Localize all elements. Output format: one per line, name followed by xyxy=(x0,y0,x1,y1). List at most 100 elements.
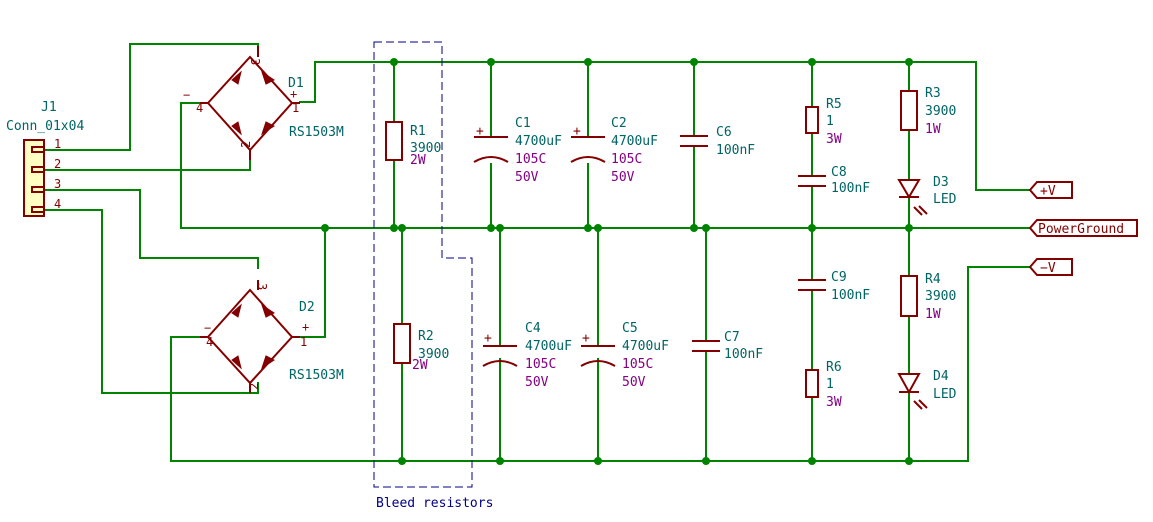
light-rays-icon xyxy=(913,205,928,216)
net-label-ground: PowerGround xyxy=(1028,219,1138,237)
capacitor-value: 100nF xyxy=(716,143,755,158)
diode-icon xyxy=(261,70,275,85)
led-value: LED xyxy=(933,192,957,207)
capacitor-c1: + C1 4700uF 105C 50V xyxy=(473,116,562,185)
connector-body xyxy=(23,139,45,217)
bridge-pin-number: 3 xyxy=(248,58,262,65)
diode-icon xyxy=(261,303,275,318)
capacitor-ref: C7 xyxy=(724,330,740,345)
resistor-value: 1 xyxy=(826,377,834,392)
capacitor-ref: C9 xyxy=(831,270,847,285)
led-icon xyxy=(897,179,921,199)
resistor-rating: 3W xyxy=(826,132,842,147)
bridge-outline xyxy=(206,288,294,385)
bridge-value: RS1503M xyxy=(289,368,344,383)
wire-j1-pin2 xyxy=(45,159,251,171)
capacitor-c8: C8 100nF xyxy=(798,165,870,196)
capacitor-value: 100nF xyxy=(724,347,763,362)
led-icon xyxy=(897,373,921,395)
resistor-body xyxy=(393,323,411,364)
polarity-mark: + xyxy=(484,331,492,346)
junction xyxy=(321,224,329,232)
wire-ground-rail xyxy=(180,102,1031,229)
resistor-value: 3900 xyxy=(418,347,449,362)
junction xyxy=(390,224,398,232)
wire-j1-pin4 xyxy=(45,209,259,394)
resistor-r4: R4 3900 1W xyxy=(900,272,956,322)
junction xyxy=(808,457,816,465)
led-d4: D4 LED xyxy=(897,369,957,410)
bridge-d2: 3 1 2 4 + − D2 RS1503M xyxy=(200,280,344,393)
connector-pin-number: 1 xyxy=(54,137,61,151)
bridge-minus-mark: − xyxy=(204,321,211,335)
junction xyxy=(905,457,913,465)
led-ref: D4 xyxy=(933,369,949,384)
bridge-pin-number: 1 xyxy=(292,101,299,115)
capacitor-ref: C4 xyxy=(525,321,541,336)
capacitor-voltage: 50V xyxy=(622,375,646,390)
connector-pin-4 xyxy=(31,206,45,213)
capacitor-temp: 105C xyxy=(515,152,546,167)
junction xyxy=(584,58,592,66)
bridge-value: RS1503M xyxy=(289,125,344,140)
resistor-r1: R1 3900 2W xyxy=(385,121,441,168)
resistor-value: 1 xyxy=(826,114,834,129)
junction xyxy=(702,224,710,232)
junction xyxy=(398,457,406,465)
junction xyxy=(487,224,495,232)
wire-j1-pin1 xyxy=(45,43,259,151)
net-label-text: PowerGround xyxy=(1038,222,1124,237)
junction xyxy=(487,58,495,66)
bridge-pin-number: 2 xyxy=(247,383,261,390)
junction xyxy=(690,224,698,232)
capacitor-value: 4700uF xyxy=(525,339,572,354)
capacitor-ref: C2 xyxy=(611,116,627,131)
resistor-ref: R3 xyxy=(925,86,941,101)
net-label-neg: −V xyxy=(1028,258,1073,276)
junction xyxy=(905,224,913,232)
connector-pin-number: 3 xyxy=(54,177,61,191)
wire-neg-rail xyxy=(170,266,1031,462)
resistor-value: 3900 xyxy=(925,289,956,304)
capacitor-value: 4700uF xyxy=(622,339,669,354)
wire-d2-plus xyxy=(299,227,326,338)
resistor-body xyxy=(385,121,403,161)
resistor-r3: R3 3900 1W xyxy=(900,86,956,137)
junction xyxy=(594,457,602,465)
junction xyxy=(390,58,398,66)
led-value: LED xyxy=(933,387,957,402)
capacitor-ref: C1 xyxy=(515,116,531,131)
diode-icon xyxy=(261,355,275,370)
bleed-box-outline xyxy=(373,41,473,488)
capacitor-c4: + C4 4700uF 105C 50V xyxy=(482,321,572,390)
resistor-ref: R1 xyxy=(410,124,426,139)
bridge-plus-mark: + xyxy=(290,87,297,101)
capacitor-temp: 105C xyxy=(525,357,556,372)
capacitor-temp: 105C xyxy=(611,152,642,167)
diode-icon xyxy=(261,121,275,136)
resistor-rating: 1W xyxy=(925,307,941,322)
connector-pin-number: 4 xyxy=(54,197,61,211)
diode-icon xyxy=(231,70,242,85)
resistor-rating: 1W xyxy=(925,122,941,137)
polarity-mark: + xyxy=(582,331,590,346)
wire-pos-rail xyxy=(299,61,1031,191)
junction xyxy=(905,58,913,66)
bridge-pin-number: 3 xyxy=(255,283,269,290)
capacitor-ref: C8 xyxy=(831,165,847,180)
resistor-rating: 2W xyxy=(410,153,426,168)
junction xyxy=(496,224,504,232)
capacitor-c7: C7 100nF xyxy=(692,330,763,362)
capacitor-voltage: 50V xyxy=(515,170,539,185)
capacitor-value: 100nF xyxy=(831,181,870,196)
net-label-pos: +V xyxy=(1028,181,1073,199)
connector-value: Conn_01x04 xyxy=(6,119,84,134)
capacitor-c5: + C5 4700uF 105C 50V xyxy=(580,321,669,390)
junction xyxy=(690,58,698,66)
capacitor-voltage: 50V xyxy=(611,170,635,185)
led-d3: D3 LED xyxy=(897,175,957,216)
junction xyxy=(398,224,406,232)
resistor-ref: R6 xyxy=(826,360,842,375)
capacitor-voltage: 50V xyxy=(525,375,549,390)
resistor-rating: 2W xyxy=(412,358,428,373)
